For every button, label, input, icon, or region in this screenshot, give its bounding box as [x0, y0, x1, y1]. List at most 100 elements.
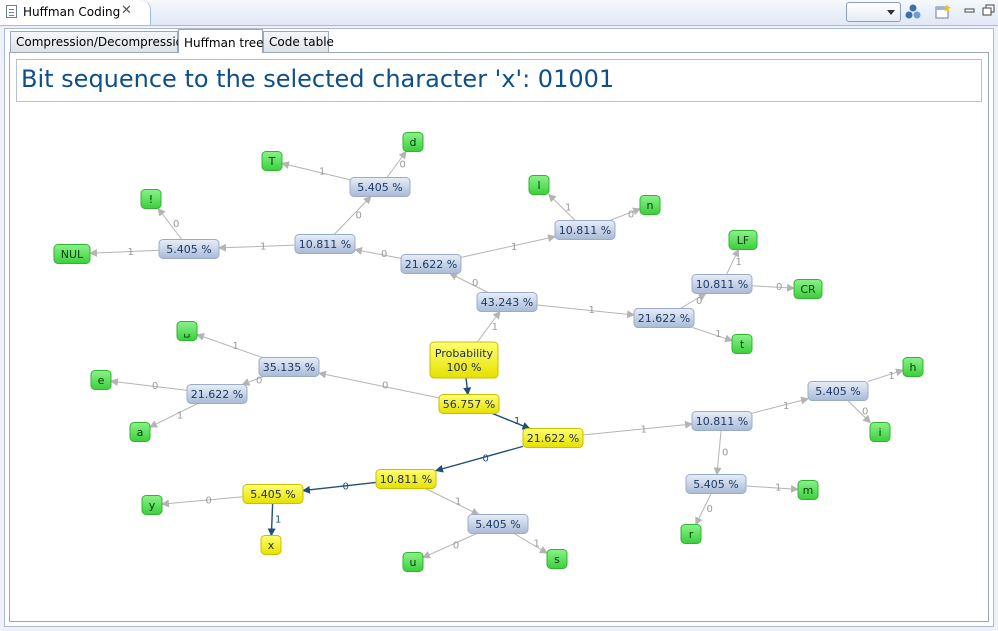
node-label: d [410, 136, 417, 149]
tree-node-n10d[interactable]: 10.811 % [375, 469, 437, 489]
bit-sequence-box: Bit sequence to the selected character '… [16, 59, 982, 102]
tree-node-la[interactable]: a [129, 422, 151, 442]
edge-bit-label: 0 [862, 407, 868, 418]
tree-node-n21a[interactable]: 21.622 % [400, 254, 462, 274]
node-box [186, 384, 248, 404]
node-label: i [878, 426, 881, 439]
tree-node-lspace[interactable]: ␣ [176, 321, 198, 341]
node-label: 43.243 % [481, 296, 533, 309]
document-icon [6, 5, 17, 18]
tree-node-n21c[interactable]: 21.622 % [186, 384, 248, 404]
node-box [467, 514, 529, 534]
maximize-icon[interactable] [980, 3, 998, 21]
tree-edge-n5e-li [847, 400, 871, 424]
node-label: NUL [61, 248, 84, 261]
tree-node-n5d[interactable]: 5.405 % [467, 514, 529, 534]
tree-edge-n5f-lr [695, 493, 712, 526]
tree-node-ll[interactable]: l [528, 175, 550, 195]
chevron-down-icon [887, 10, 895, 15]
tree-edge-n5a-ld [386, 150, 407, 178]
node-label: 21.622 % [191, 388, 243, 401]
minimize-glyph [964, 8, 975, 13]
node-label: 5.405 % [475, 518, 520, 531]
tree-node-n10c[interactable]: 10.811 % [691, 274, 753, 294]
tree-node-n35[interactable]: 35.135 % [258, 357, 320, 377]
node-label: a [137, 426, 144, 439]
tree-node-n21b[interactable]: 21.622 % [633, 308, 695, 328]
tree-node-lexcl[interactable]: ! [140, 189, 162, 209]
minimize-icon[interactable] [961, 3, 979, 21]
view-tab-title: Huffman Coding [23, 5, 121, 19]
node-box [554, 220, 616, 240]
close-icon[interactable]: ✕ [121, 3, 132, 18]
new-view-icon[interactable] [934, 3, 952, 21]
node-label: 10.811 % [380, 473, 432, 486]
tree-node-n56[interactable]: 56.757 % [438, 394, 500, 414]
tree-node-lm[interactable]: m [797, 480, 819, 500]
node-box [294, 234, 356, 254]
tree-node-lT[interactable]: T [261, 151, 283, 171]
tree-node-n43[interactable]: 43.243 % [476, 292, 538, 312]
tree-node-ld[interactable]: d [402, 132, 424, 152]
tree-edge-n21d-n10d [435, 445, 524, 473]
tree-node-lh[interactable]: h [902, 357, 924, 377]
node-box [261, 151, 283, 171]
tree-edge-n5b-lexcl [157, 207, 183, 240]
edge-bit-label: 1 [514, 416, 520, 427]
edge-bit-label: 0 [400, 160, 406, 171]
tree-edge-n5c-lx [267, 503, 276, 537]
node-label: u [410, 556, 417, 569]
edge-bit-label: 0 [696, 296, 702, 307]
tree-node-lNUL[interactable]: NUL [53, 244, 91, 264]
view-tab-huffman-coding[interactable]: Huffman Coding ✕ [0, 0, 151, 25]
tree-edge-n10e-n5f [713, 430, 722, 476]
edge-bit-label: 0 [382, 381, 388, 392]
node-label: T [268, 155, 276, 168]
tree-node-n5c[interactable]: 5.405 % [242, 484, 304, 504]
edge-bit-label: 1 [128, 247, 134, 258]
pin-icon[interactable] [904, 3, 922, 21]
edge-bit-label: 0 [173, 219, 179, 230]
tree-node-ln[interactable]: n [639, 195, 661, 215]
tree-node-lx[interactable]: x [260, 535, 282, 555]
view-dropdown-combo[interactable] [846, 2, 901, 22]
node-label: r [689, 528, 694, 541]
node-label: e [98, 374, 105, 387]
tree-node-ly[interactable]: y [141, 495, 163, 515]
tree-node-li[interactable]: i [869, 422, 891, 442]
tree-node-lt[interactable]: t [731, 334, 753, 354]
tree-node-n5e[interactable]: 5.405 % [807, 381, 869, 401]
edge-bit-label: 0 [356, 211, 362, 222]
tree-node-ls[interactable]: s [546, 549, 568, 569]
node-box [258, 357, 320, 377]
node-box [140, 189, 162, 209]
tree-edge-n10d-n5c [302, 481, 377, 494]
tree-node-n5f[interactable]: 5.405 % [685, 474, 747, 494]
edge-bit-label: 1 [534, 538, 540, 549]
tree-node-lLF[interactable]: LF [728, 230, 758, 250]
tree-node-lr[interactable]: r [680, 524, 702, 544]
node-box [53, 244, 91, 264]
tab-compression-decompression[interactable]: Compression/Decompression [10, 31, 191, 52]
tree-node-lCR[interactable]: CR [793, 279, 823, 299]
tree-edge-n43-n21b [536, 304, 635, 319]
tree-node-lu[interactable]: u [402, 552, 424, 572]
tree-edge-n21b-n10c [679, 292, 707, 309]
tree-node-n5b[interactable]: 5.405 % [158, 239, 220, 259]
tree-node-n10e[interactable]: 10.811 % [691, 411, 753, 431]
node-label: ␣ [184, 325, 191, 338]
edge-bit-label: 0 [472, 278, 478, 289]
tree-node-le[interactable]: e [90, 370, 112, 390]
tab-huffman-tree[interactable]: Huffman tree [178, 29, 264, 53]
tab-label: Huffman tree [184, 36, 264, 50]
tree-edge-n5f-lm [745, 484, 799, 493]
edge-bit-label: 0 [381, 249, 387, 260]
tree-node-n5a[interactable]: 5.405 % [349, 177, 411, 197]
tree-node-n10a[interactable]: 10.811 % [294, 234, 356, 254]
tree-edge-n35-n21c [241, 376, 264, 386]
tab-code-table[interactable]: Code table [263, 31, 334, 52]
tree-node-n21d[interactable]: 21.622 % [522, 428, 584, 448]
tree-node-n10b[interactable]: 10.811 % [554, 220, 616, 240]
